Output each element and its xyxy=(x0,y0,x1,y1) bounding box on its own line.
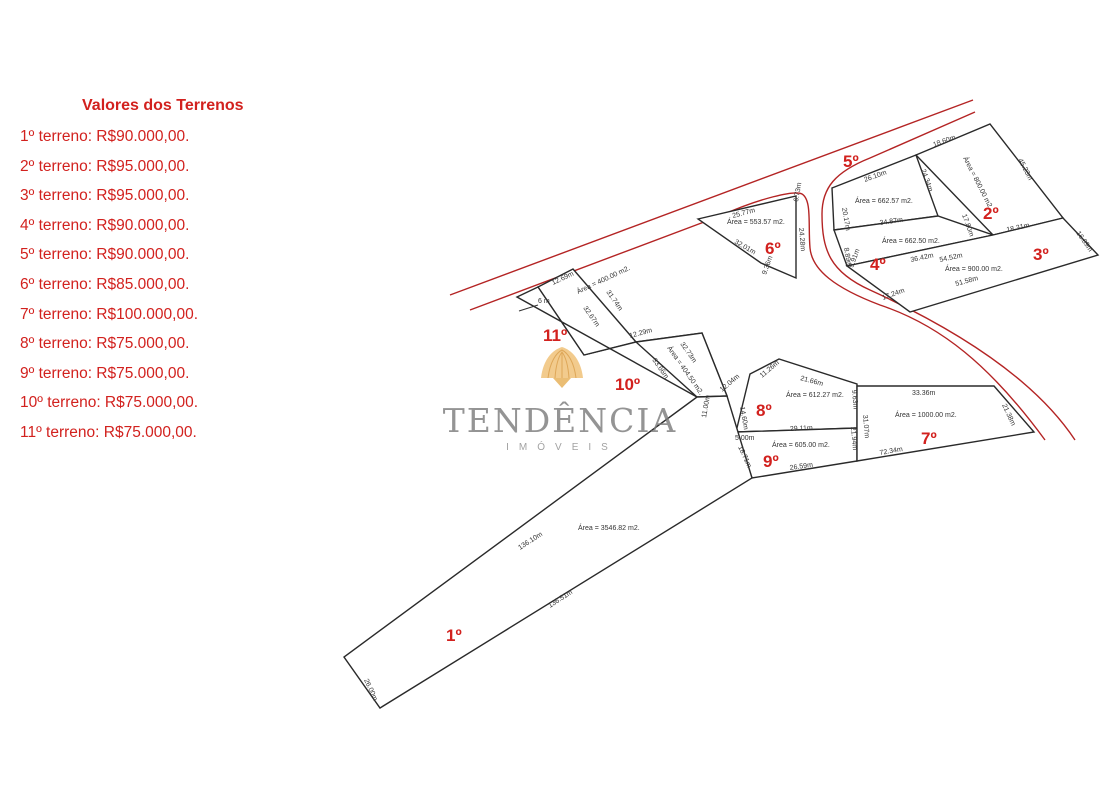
lot-7-number: 7º xyxy=(921,429,937,448)
lot-8-number: 8º xyxy=(756,401,772,420)
lot-4-m1: 36.42m xyxy=(910,252,934,264)
lot-6-m3: 24.28m xyxy=(797,228,806,252)
lot-9-m1: 29.11m xyxy=(790,425,813,433)
lot-9-number: 9º xyxy=(763,452,779,471)
price-item-9: 9º terreno: R$75.000,00. xyxy=(20,364,190,382)
lot-11-number: 11º xyxy=(543,326,567,345)
lot-7-m1: 33.36m xyxy=(912,390,936,397)
lot-1-area: Área = 3546.82 m2. xyxy=(578,523,640,532)
price-item-5: 5º terreno: R$90.000,00. xyxy=(20,246,190,264)
road-edge-right xyxy=(821,111,1076,441)
price-item-6: 6º terreno: R$85.000,00. xyxy=(20,275,190,293)
lot-9-m2: 26.59m xyxy=(789,462,813,472)
road-edge-lower xyxy=(469,192,1046,441)
lot-8-area: Área = 612.27 m2. xyxy=(786,390,844,399)
lot-1[interactable] xyxy=(343,395,753,709)
price-item-8: 8º terreno: R$75.000,00. xyxy=(20,335,190,353)
lot-6-area: Área = 553.57 m2. xyxy=(727,217,785,226)
lot-7-m3: 72.34m xyxy=(879,446,903,457)
logo-wordmark: TENDÊNCIA xyxy=(443,400,678,440)
price-item-10: 10º terreno: R$75.000,00. xyxy=(20,394,199,412)
lot-11-m4: 12.29m xyxy=(629,327,654,340)
lot-8-m3: 9.63m xyxy=(850,390,859,410)
lot-11-area: Área = 400.00 m2. xyxy=(575,263,631,296)
lot-1-m4: 11.00m xyxy=(701,394,712,418)
lot-10-number: 10º xyxy=(615,375,640,394)
lot-5-area: Área = 662.57 m2. xyxy=(855,196,913,205)
lot-3-m3: 54.52m xyxy=(939,252,963,264)
lot-4-number: 4º xyxy=(870,255,886,274)
lot-6[interactable] xyxy=(696,195,797,280)
lot-7-area: Área = 1000.00 m2. xyxy=(895,410,957,419)
lot-1-number: 1º xyxy=(446,626,462,645)
road-edge-upper xyxy=(449,99,974,296)
price-item-11: 11º terreno: R$75.000,00. xyxy=(20,423,197,441)
lot-4-area: Área = 662.50 m2. xyxy=(882,236,940,245)
logo-subtitle: IMÓVEIS xyxy=(506,440,618,453)
lot-5-m3: 34.87m xyxy=(879,217,903,227)
lot-9-m3: 21.94m xyxy=(849,427,858,451)
lot-2-number: 2º xyxy=(983,204,999,223)
lot-9-area: Área = 605.00 m2. xyxy=(772,440,830,449)
access-arrow xyxy=(518,304,539,312)
lot-3-m1: 18.31m xyxy=(1006,222,1030,234)
lot-6-number: 6º xyxy=(765,239,781,258)
lot-7-m4: 31.07m xyxy=(861,415,870,439)
lot-7[interactable] xyxy=(856,385,1036,462)
lot-8-m4: 14.60m xyxy=(738,406,749,430)
price-item-7: 7º terreno: R$100.000,00. xyxy=(20,305,199,323)
lot-3-number: 3º xyxy=(1033,245,1049,264)
lot-4-m2: 8.89m xyxy=(842,247,852,268)
price-item-1: 1º terreno: R$90.000,00. xyxy=(20,128,190,145)
price-item-2: 2º terreno: R$95.000,00. xyxy=(20,157,190,175)
price-list: 1º terreno: R$90.000,00. 2º terreno: R$9… xyxy=(20,127,198,453)
lot-3-area: Área = 900.00 m2. xyxy=(945,264,1003,273)
price-item-4: 4º terreno: R$90.000,00. xyxy=(20,216,190,234)
price-item-3: 3º terreno: R$95.000,00. xyxy=(20,187,190,205)
lot-5-number: 5º xyxy=(843,152,859,171)
logo-shell-icon xyxy=(541,347,583,388)
prices-title: Valores dos Terrenos xyxy=(82,97,244,114)
lot-11-m5: 6 m xyxy=(538,298,550,305)
lot-9-m5: 5.00m xyxy=(735,435,755,442)
lot-6-m2: 6.73m xyxy=(793,182,803,203)
lot-5-m2: 20.17m xyxy=(840,207,851,231)
lot-3[interactable] xyxy=(845,217,1100,313)
